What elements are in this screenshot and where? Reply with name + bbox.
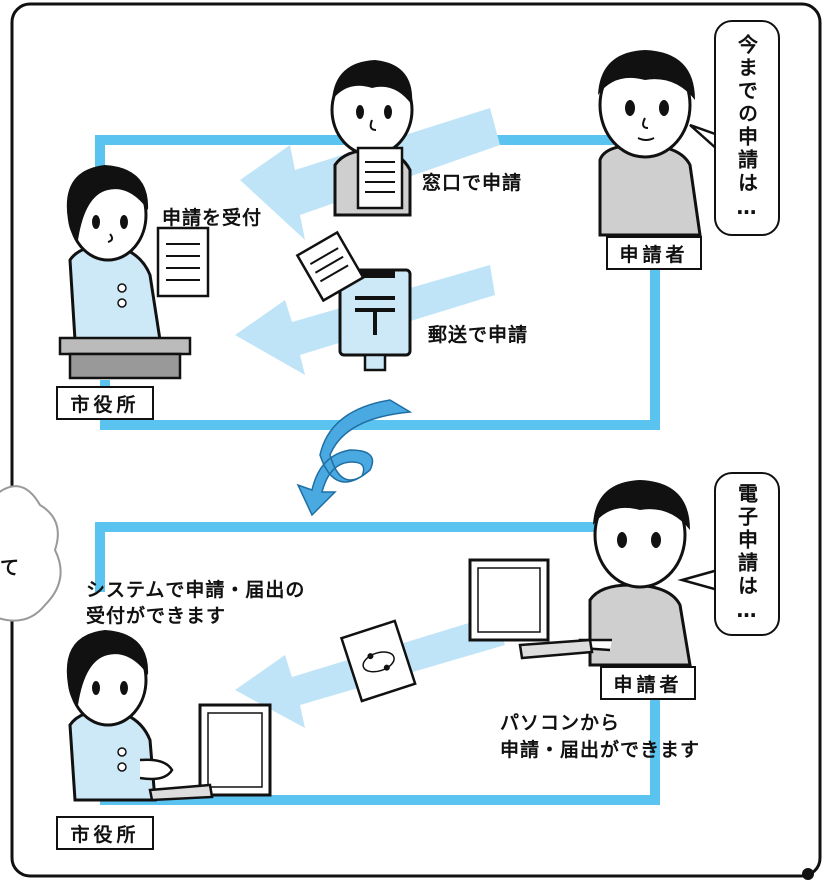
top-speech-bubble: 今までの申請は…	[714, 20, 780, 236]
side-cloud	[0, 485, 62, 622]
window-applicant-figure	[330, 60, 414, 217]
office-counter	[58, 336, 192, 380]
corner-dot	[802, 868, 814, 880]
digital-document	[339, 619, 417, 703]
top-applicant-box: 申請者	[606, 236, 702, 270]
pc-application-label-line1: パソコンから	[500, 712, 621, 734]
application-received-label: 申請を受付	[162, 207, 263, 229]
side-cloud-text: て	[0, 557, 20, 579]
pc-application-label-line2: 申請・届出ができます	[500, 739, 701, 761]
system-receive-label-line1: システムで申請・届出の	[86, 579, 306, 601]
system-receive-label-line2: 受付ができます	[86, 605, 227, 627]
applicant-computer	[468, 558, 594, 660]
office-computer	[148, 703, 272, 802]
bottom-applicant-box: 申請者	[600, 666, 696, 700]
top-office-clerk-figure	[66, 165, 210, 342]
top-office-box: 市役所	[56, 386, 154, 420]
bottom-office-clerk-figure	[66, 630, 174, 802]
bottom-office-box: 市役所	[56, 816, 154, 850]
window-application-label: 窓口で申請	[422, 172, 523, 194]
bottom-speech-bubble: 電子申請は…	[714, 472, 780, 636]
transition-curved-arrow	[296, 399, 413, 517]
mail-application-label: 郵送で申請	[428, 324, 529, 346]
mailbox-figure	[295, 230, 412, 372]
top-applicant-figure	[598, 50, 702, 237]
bottom-applicant-figure	[578, 480, 692, 667]
